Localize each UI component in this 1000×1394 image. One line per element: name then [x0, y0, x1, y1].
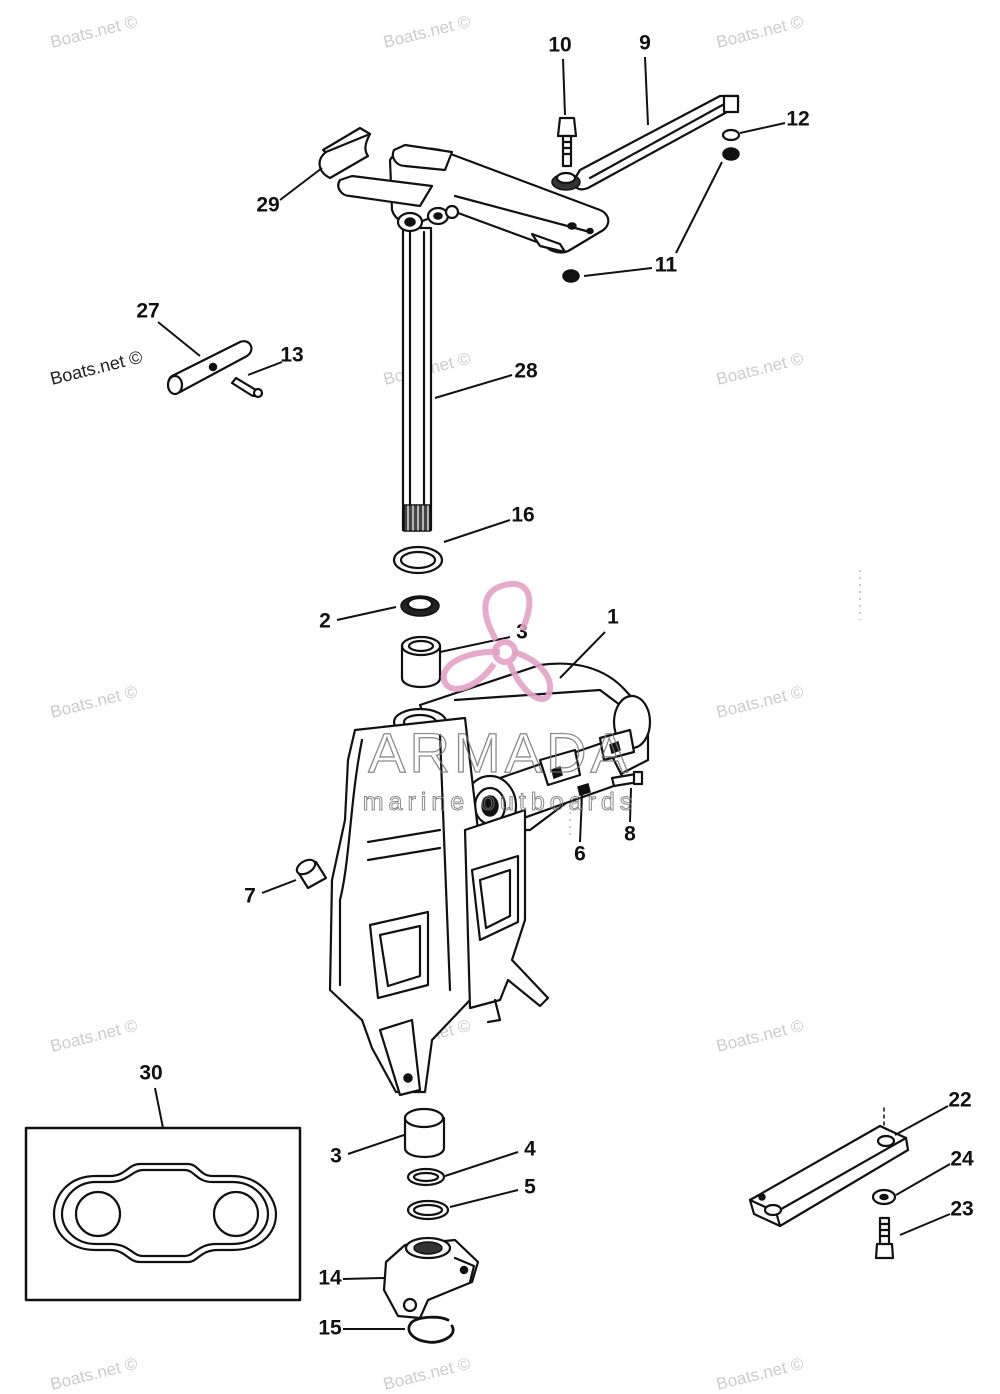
- brand-overlay: ARMADA marine outboards: [362, 580, 638, 817]
- callout-8: 8: [624, 823, 636, 846]
- part-13-cotter-pin: [230, 376, 264, 399]
- watermark-text: Boats.net ©: [48, 1354, 139, 1394]
- leader-line-9: [644, 56, 649, 126]
- leader-line-13: [247, 361, 283, 376]
- callout-3: 3: [516, 621, 528, 644]
- callout-22: 22: [948, 1089, 971, 1112]
- leader-line-5: [449, 1189, 519, 1208]
- part-12-washer: [721, 128, 741, 142]
- part-11-nut-lower: [562, 269, 580, 283]
- callout-14: 14: [318, 1267, 342, 1290]
- watermark-text: Boats.net ©: [48, 1016, 139, 1056]
- leader-line-2: [336, 606, 397, 621]
- callout-10: 10: [548, 34, 571, 57]
- callout-13: 13: [280, 344, 303, 367]
- callout-6: 6: [574, 843, 586, 866]
- part-30-gasket: [24, 1126, 302, 1302]
- leader-line-16: [443, 519, 511, 543]
- leader-line-27: [157, 321, 201, 357]
- part-23-bolt: [874, 1216, 895, 1260]
- leader-line-29: [279, 167, 323, 201]
- leader-line-3: [347, 1134, 405, 1155]
- leader-line-28: [434, 374, 513, 399]
- part-28-steering-shaft: [337, 143, 610, 532]
- callout-12: 12: [786, 108, 809, 131]
- part-22-plate: [748, 1107, 910, 1228]
- callout-27: 27: [136, 300, 159, 323]
- part-10-bolt: [551, 116, 581, 191]
- callout-4: 4: [524, 1138, 536, 1161]
- leader-line-1: [559, 631, 606, 679]
- callout-29: 29: [256, 194, 279, 217]
- callout-2: 2: [319, 610, 331, 633]
- leader-line-23: [899, 1213, 951, 1236]
- leader-line-11: [675, 161, 723, 254]
- watermark-text: Boats.net ©: [48, 12, 139, 52]
- part-11-nut-upper: [722, 147, 740, 161]
- leader-line-30: [154, 1087, 164, 1129]
- part-29-clip: [318, 126, 372, 180]
- leader-line-6: [579, 794, 583, 843]
- leader-line-22: [894, 1105, 949, 1136]
- part-3-bushing-upper: [400, 635, 442, 689]
- part-4-ring: [406, 1167, 446, 1187]
- callout-24: 24: [950, 1148, 974, 1171]
- part-5-ring: [406, 1199, 450, 1221]
- brand-tagline: marine outboards: [363, 788, 638, 816]
- part-15-retaining-ring: [407, 1315, 455, 1344]
- leader-line-14: [342, 1277, 385, 1280]
- part-7-bushing: [295, 858, 328, 890]
- part-16-washer: [392, 545, 444, 575]
- callout-28: 28: [514, 360, 538, 383]
- part-3-bushing-lower: [403, 1107, 446, 1159]
- callout-9: 9: [639, 32, 651, 55]
- watermark-text: Boats.net ©: [381, 12, 472, 52]
- watermark-text: Boats.net ©: [714, 1354, 805, 1394]
- leader-line-4: [444, 1151, 519, 1177]
- leader-line-12: [739, 122, 786, 134]
- part-9-link-rod: [572, 94, 740, 191]
- callout-7: 7: [244, 885, 256, 908]
- callout-11: 11: [655, 254, 678, 277]
- part-24-washer: [871, 1188, 897, 1206]
- watermark-text: Boats.net ©: [381, 1354, 472, 1394]
- callout-11: 11: [655, 254, 678, 277]
- watermark-text: Boats.net ©: [714, 682, 805, 722]
- callout-5: 5: [524, 1176, 536, 1199]
- watermark-text: Boats.net ©: [714, 349, 805, 389]
- leader-line-11: [583, 267, 653, 277]
- leader-lines: [154, 56, 951, 1330]
- leader-line-24: [895, 1163, 951, 1196]
- part-6-nut: [577, 783, 591, 796]
- part-14-yoke: [382, 1236, 480, 1320]
- part-8-screw: [610, 770, 644, 788]
- watermark-text: Boats.net ©: [48, 682, 139, 722]
- part-2-seal: [400, 595, 440, 617]
- leader-line-8: [629, 787, 632, 823]
- part-27-pin: [166, 340, 253, 396]
- callout-23: 23: [950, 1198, 973, 1221]
- watermark-text: Boats.net ©: [714, 1016, 805, 1056]
- brand-name: ARMADA: [368, 721, 632, 784]
- guide-lines: [569, 570, 861, 835]
- part-1-swivel-bracket: [328, 662, 652, 1097]
- callout-1: 1: [607, 606, 619, 629]
- callout-16: 16: [511, 504, 534, 527]
- callout-15: 15: [318, 1317, 342, 1340]
- watermark-text: Boats.net ©: [48, 347, 144, 389]
- callout-3: 3: [330, 1145, 342, 1168]
- propeller-logo-icon: [440, 580, 553, 702]
- leader-line-7: [261, 879, 297, 894]
- leader-line-10: [562, 58, 566, 116]
- watermark-text: Boats.net ©: [714, 12, 805, 52]
- callout-30: 30: [139, 1062, 162, 1085]
- leader-line-3: [439, 636, 511, 653]
